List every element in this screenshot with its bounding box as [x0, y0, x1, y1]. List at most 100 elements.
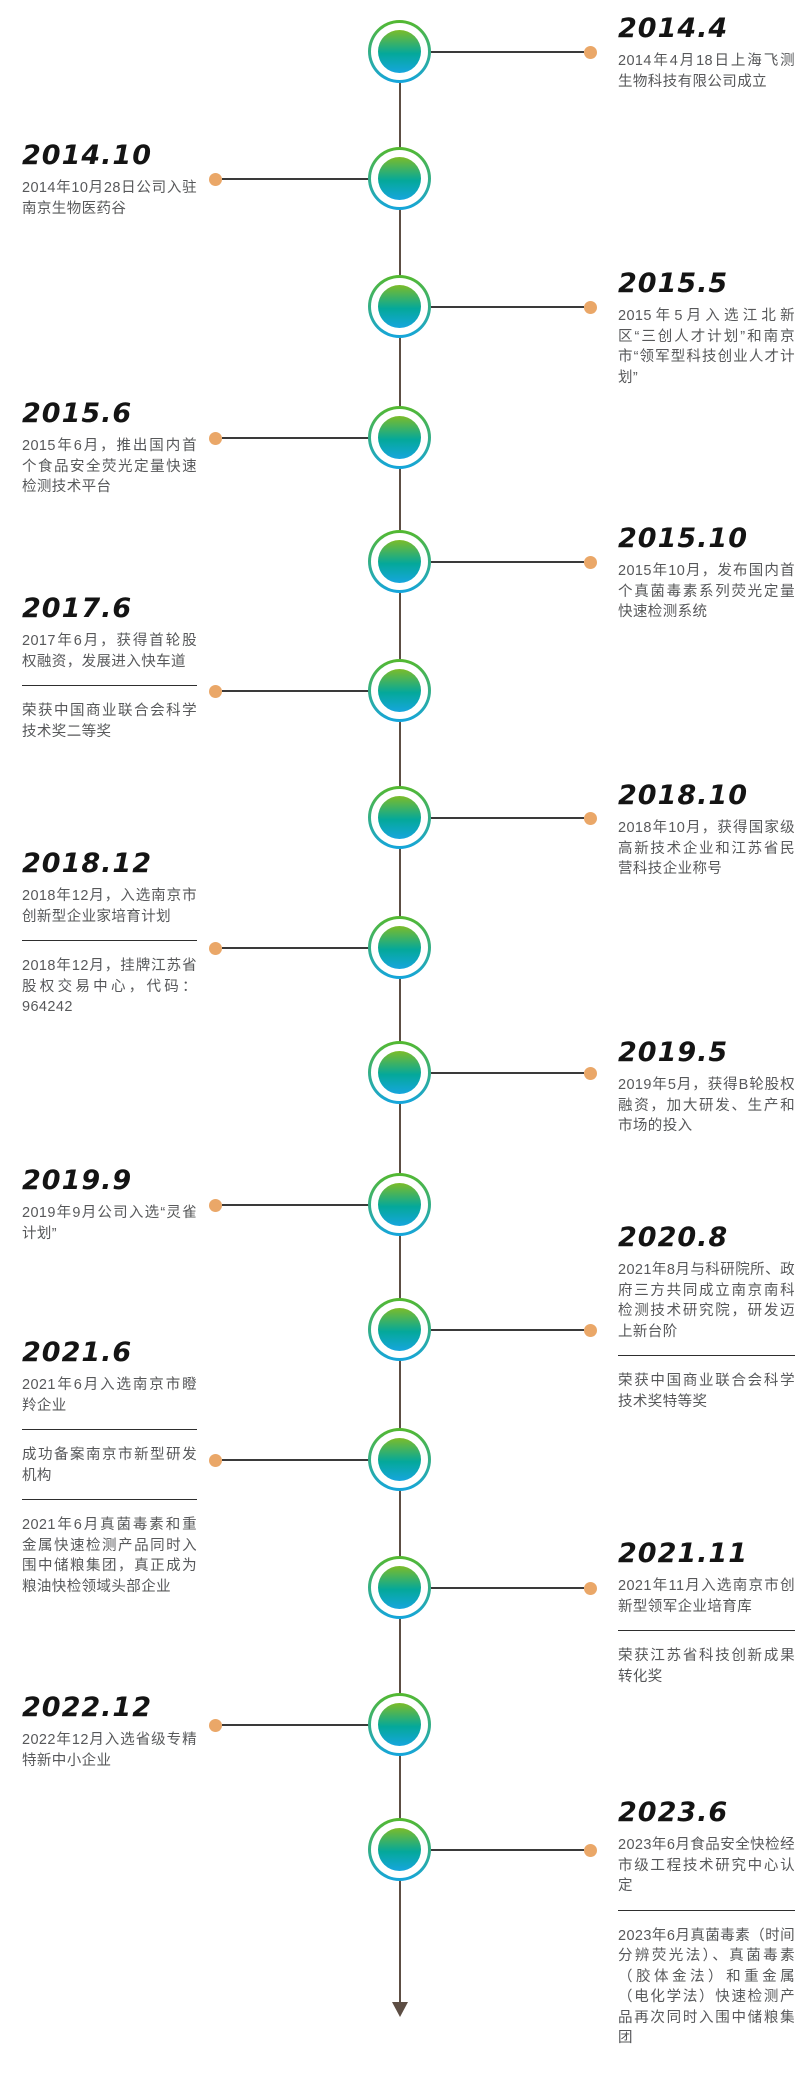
entry-paragraph: 2017年6月，获得首轮股权融资，发展进入快车道 [22, 633, 197, 670]
node-core-icon [378, 1566, 421, 1609]
entry-date: 2022.12 [22, 1692, 152, 1723]
node-core-icon [378, 540, 421, 583]
connector-line [431, 1587, 584, 1589]
entry-divider [22, 1499, 197, 1501]
connector-dot-icon [584, 1582, 597, 1595]
node-core-icon [378, 1183, 421, 1226]
node-ring-gap [371, 1431, 428, 1488]
timeline-node [368, 406, 431, 469]
connector-dot-icon [584, 301, 597, 314]
connector-line [431, 561, 584, 563]
entry-date: 2020.8 [618, 1222, 729, 1253]
entry-date: 2021.6 [22, 1337, 133, 1368]
connector-dot-icon [209, 942, 222, 955]
node-ring-gap [371, 789, 428, 846]
node-core-icon [378, 157, 421, 200]
connector-line [222, 1459, 369, 1461]
entry-divider [22, 1429, 197, 1431]
connector-dot-icon [584, 46, 597, 59]
connector-line [222, 437, 369, 439]
entry-paragraph: 2022年12月入选省级专精特新中小企业 [22, 1732, 197, 1769]
node-ring-gap [371, 150, 428, 207]
timeline-node [368, 1818, 431, 1881]
timeline-entry: 2019.5 2019年5月，获得B轮股权融资，加大研发、生产和市场的投入 [618, 1037, 795, 1137]
entry-divider [22, 685, 197, 687]
node-ring-gap [371, 662, 428, 719]
connector-line [431, 306, 584, 308]
timeline-node [368, 1693, 431, 1756]
node-core-icon [378, 1828, 421, 1871]
timeline-entry: 2020.8 2021年8月与科研院所、政府三方共同成立南京南科检测技术研究院，研… [618, 1222, 795, 1412]
connector-line [222, 1724, 369, 1726]
node-core-icon [378, 1051, 421, 1094]
connector-line [431, 1329, 584, 1331]
entry-divider [618, 1630, 795, 1632]
connector-dot-icon [209, 1454, 222, 1467]
timeline-entry: 2022.12 2022年12月入选省级专精特新中小企业 [22, 1692, 197, 1771]
node-ring-gap [371, 1301, 428, 1358]
node-ring-gap [371, 1821, 428, 1878]
connector-dot-icon [584, 1067, 597, 1080]
entry-divider [618, 1355, 795, 1357]
connector-dot-icon [209, 173, 222, 186]
timeline-entry: 2021.11 2021年11月入选南京市创新型领军企业培育库荣获江苏省科技创新成… [618, 1538, 795, 1687]
timeline-node [368, 147, 431, 210]
connector-dot-icon [584, 1844, 597, 1857]
timeline-node [368, 20, 431, 83]
node-ring-gap [371, 1044, 428, 1101]
entry-paragraph: 2021年6月入选南京市瞪羚企业 [22, 1377, 197, 1414]
timeline-node [368, 659, 431, 722]
entry-divider [618, 1909, 795, 1911]
node-ring-gap [371, 1559, 428, 1616]
node-ring-gap [371, 409, 428, 466]
entry-paragraph: 2021年11月入选南京市创新型领军企业培育库 [618, 1578, 795, 1615]
node-core-icon [378, 796, 421, 839]
entry-paragraph: 2018年12月，入选南京市创新型企业家培育计划 [22, 888, 197, 925]
timeline-node [368, 1298, 431, 1361]
entry-date: 2019.5 [618, 1037, 729, 1068]
entry-date: 2015.6 [22, 398, 133, 429]
timeline-node [368, 786, 431, 849]
node-core-icon [378, 669, 421, 712]
node-ring-gap [371, 1696, 428, 1753]
timeline-axis-line [399, 52, 401, 2005]
entry-paragraph: 2015年6月，推出国内首个食品安全荧光定量快速检测技术平台 [22, 438, 197, 496]
entry-paragraph: 荣获中国商业联合会科学技术奖二等奖 [22, 703, 197, 740]
connector-line [431, 51, 584, 53]
connector-dot-icon [584, 812, 597, 825]
entry-paragraph: 荣获江苏省科技创新成果转化奖 [618, 1648, 795, 1685]
entry-date: 2021.11 [618, 1538, 748, 1569]
entry-date: 2017.6 [22, 593, 133, 624]
node-core-icon [378, 416, 421, 459]
node-ring-gap [371, 533, 428, 590]
entry-paragraph: 荣获中国商业联合会科学技术奖特等奖 [618, 1373, 795, 1410]
connector-line [222, 947, 369, 949]
connector-line [222, 690, 369, 692]
entry-paragraph: 2014年10月28日公司入驻南京生物医药谷 [22, 180, 197, 217]
entry-paragraph: 2015年5月入选江北新区“三创人才计划”和南京市“领军型科技创业人才计划” [618, 308, 795, 386]
timeline-entry: 2015.6 2015年6月，推出国内首个食品安全荧光定量快速检测技术平台 [22, 398, 197, 498]
entry-paragraph: 2021年8月与科研院所、政府三方共同成立南京南科检测技术研究院，研发迈上新台阶 [618, 1262, 795, 1340]
timeline-node [368, 275, 431, 338]
node-core-icon [378, 30, 421, 73]
node-core-icon [378, 1308, 421, 1351]
entry-date: 2015.5 [618, 268, 729, 299]
timeline-node [368, 1041, 431, 1104]
timeline-entry: 2017.6 2017年6月，获得首轮股权融资，发展进入快车道荣获中国商业联合会科… [22, 593, 197, 742]
entry-paragraph: 2015年10月，发布国内首个真菌毒素系列荧光定量快速检测系统 [618, 563, 795, 621]
connector-line [431, 817, 584, 819]
connector-dot-icon [209, 1719, 222, 1732]
connector-line [222, 1204, 369, 1206]
node-ring-gap [371, 1176, 428, 1233]
connector-line [431, 1072, 584, 1074]
entry-paragraph: 2019年5月，获得B轮股权融资，加大研发、生产和市场的投入 [618, 1077, 795, 1135]
connector-dot-icon [209, 685, 222, 698]
node-ring-gap [371, 919, 428, 976]
